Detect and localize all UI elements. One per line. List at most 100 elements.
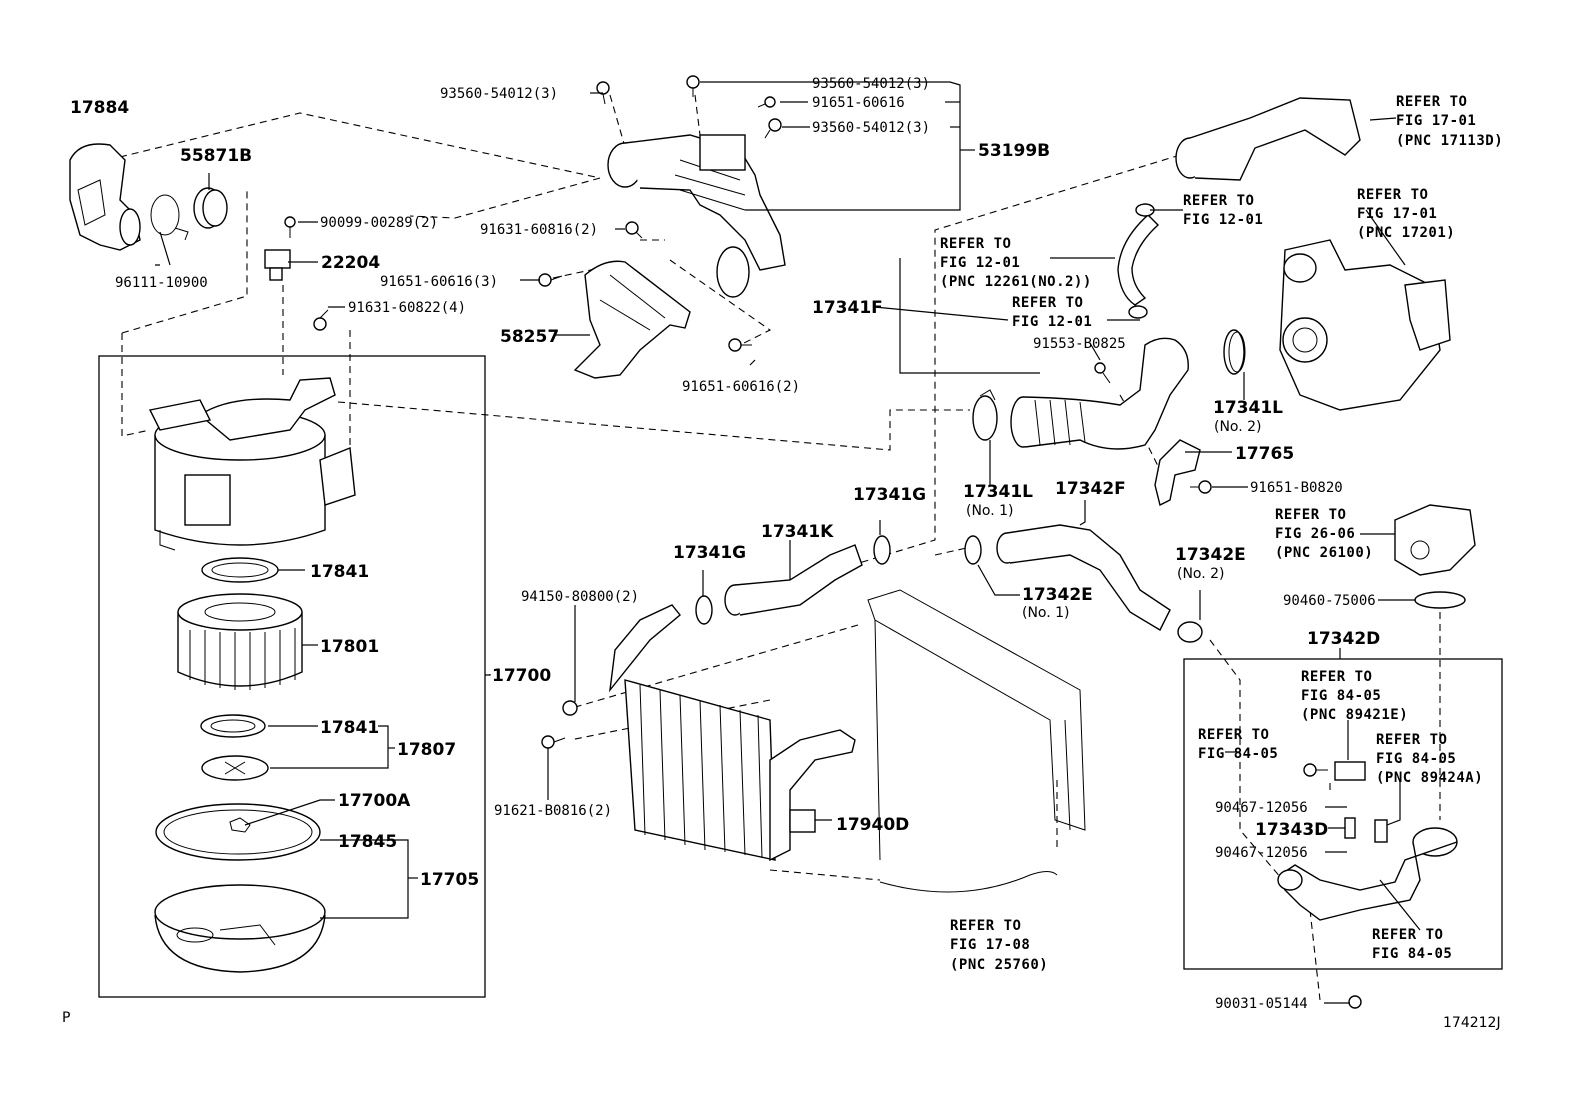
label-55871B: 55871B [180,146,252,166]
label-17341F: 17341F [812,298,883,318]
refer-17113D-line2: FIG 17-01 [1396,113,1476,129]
label-17765: 17765 [1235,444,1294,464]
refer-84-05-b-line1: REFER TO [1372,927,1443,943]
refer-84-05-b-line2: FIG 84-05 [1372,946,1452,962]
refer-89424A-line2: FIG 84-05 [1376,751,1456,767]
label-22204: 22204 [321,253,380,273]
refer-12-01-a-line1: REFER TO [1183,193,1254,209]
label-91651-2: 91651-60616(2) [682,379,800,395]
label-17341L-no1-sub: (No. 1) [966,503,1014,519]
label-17342E-no2-sub: (No. 2) [1177,566,1225,582]
bolt-90099 [284,216,296,238]
label-17841-lower: 17841 [320,718,379,738]
label-17341L-no2: 17341L [1213,398,1283,418]
part-17884-air-duct [69,143,141,251]
part-17341L-clamp-no1 [972,389,998,441]
bolt-refer-84-05 [1303,763,1328,777]
label-17342E-no1: 17342E [1022,585,1093,605]
refer-89424A-line3: (PNC 89424A) [1376,770,1483,786]
label-90099: 90099-00289(2) [320,215,438,231]
label-58257: 58257 [500,327,559,347]
part-turbocharger [1279,239,1451,411]
bolt-91553 [1094,362,1111,384]
part-17801-filter-element [177,593,303,690]
label-90031: 90031-05144 [1215,996,1308,1012]
label-93560-c: 93560-54012(3) [812,120,930,136]
part-90460-clamp [1414,591,1466,609]
label-90460: 90460-75006 [1283,593,1376,609]
part-17343D-pipe [1344,817,1356,839]
label-17341L-no1: 17341L [963,482,1033,502]
refer-12-01-b-line1: REFER TO [1012,295,1083,311]
part-17341K-hose [724,544,863,616]
label-91651-B0820: 91651-B0820 [1250,480,1343,496]
part-17341L-clamp-no2 [1223,329,1246,375]
bolts-91631-60816 [625,221,643,239]
bolts-94150 [562,700,578,716]
refer-25760-line2: FIG 17-08 [950,937,1030,953]
refer-26100-line2: FIG 26-06 [1275,526,1355,542]
refer-17113D-line3: (PNC 17113D) [1396,133,1503,149]
label-17884: 17884 [70,98,129,118]
label-17700: 17700 [492,666,551,686]
footer-left-mark: P [62,1010,70,1026]
part-17342F-hose [996,524,1171,631]
label-91553: 91553-B0825 [1033,336,1126,352]
label-91651-60616: 91651-60616 [812,95,905,111]
label-96111: 96111-10900 [115,275,208,291]
refer-12261-line2: FIG 12-01 [940,255,1020,271]
part-sensor-89421E [1334,761,1366,781]
refer-to-labels: REFER TO FIG 17-01 (PNC 17113D) REFER TO… [940,94,1503,973]
part-25760-cable [879,871,1058,893]
part-17765-bracket [1154,439,1201,507]
label-17343D: 17343D [1255,820,1328,840]
part-17342E-clamps [964,535,1203,643]
label-91621: 91621-B0816(2) [494,803,612,819]
refer-17113D-line1: REFER TO [1396,94,1467,110]
part-sensor-89424A [1374,819,1388,843]
label-93560-a: 93560-54012(3) [440,86,558,102]
hose-17342D-box [1183,658,1503,970]
refer-17201-line3: (PNC 17201) [1357,225,1455,241]
part-17341F-hose [1010,337,1189,450]
label-17341K: 17341K [761,522,834,542]
label-17342E-no2: 17342E [1175,545,1246,565]
label-17940D: 17940D [836,815,909,835]
part-17705-cap [154,884,326,973]
label-17342E-no1-sub: (No. 1) [1022,605,1070,621]
refer-17201-line2: FIG 17-01 [1357,206,1437,222]
refer-26100-line3: (PNC 26100) [1275,545,1373,561]
label-91631-60816: 91631-60816(2) [480,222,598,238]
label-17341G-b: 17341G [673,543,746,563]
part-turbo-pipe [1175,97,1361,181]
label-17845: 17845 [338,832,397,852]
refer-89424A-line1: REFER TO [1376,732,1447,748]
air-cleaner-assembly-box [98,355,486,998]
part-intercooler [608,604,856,862]
refer-84-05-a-line2: FIG 84-05 [1198,746,1278,762]
refer-12261-line1: REFER TO [940,236,1011,252]
bolt-91631-60822 [313,309,329,331]
refer-84-05-a-line1: REFER TO [1198,727,1269,743]
bolts-93560 [596,75,782,139]
label-93560-b: 93560-54012(3) [812,76,930,92]
bolts-91621 [541,735,566,749]
refer-26100-line1: REFER TO [1275,507,1346,523]
part-17841-gasket-upper [201,557,279,583]
part-17807-inner-cap [201,755,269,781]
part-17342D-hose [1277,827,1458,921]
part-55871B-seal [193,187,228,229]
refer-89421E-line2: FIG 84-05 [1301,688,1381,704]
refer-12-01-a-line2: FIG 12-01 [1183,212,1263,228]
label-90467-a: 90467-12056 [1215,800,1308,816]
refer-17201-line1: REFER TO [1357,187,1428,203]
part-17845-gasket [155,803,321,861]
label-17705: 17705 [420,870,479,890]
part-96111-clamp [150,194,189,241]
label-94150: 94150-80800(2) [521,589,639,605]
label-17341L-no2-sub: (No. 2) [1214,419,1262,435]
label-17700A: 17700A [338,791,411,811]
refer-89421E-line1: REFER TO [1301,669,1372,685]
label-90467-b: 90467-12056 [1215,845,1308,861]
